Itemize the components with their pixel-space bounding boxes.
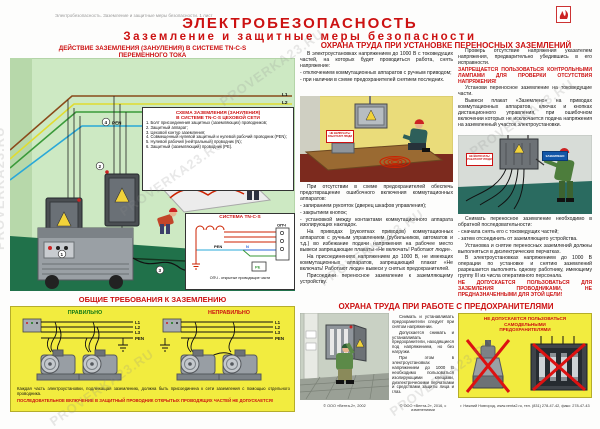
svg-text:PEN: PEN: [275, 336, 284, 341]
fuse-section-header: ОХРАНА ТРУДА ПРИ РАБОТЕ С ПРЕДОХРАНИТЕЛЯ…: [338, 302, 554, 311]
red-cross-icon: [532, 342, 586, 392]
legend-item: 2. Защитный аппарат;: [146, 124, 188, 130]
workshop-illustration: 2 1 3 4 PEN 6 5 L1 L2 L3 PE N СХЕМА ЗАЗЕ…: [10, 58, 295, 291]
red-cross-icon: [465, 339, 511, 393]
svg-text:PE: PE: [255, 265, 261, 270]
page-subtitle: Заземление и защитные меры безопасности: [123, 31, 477, 43]
warning-triangle-icon: [365, 109, 377, 121]
general-requirements-header: ОБЩИЕ ТРЕБОВАНИЯ К ЗАЗЕМЛЕНИЮ: [78, 295, 227, 304]
plug-fuse-icon: [465, 339, 511, 393]
grounding-caption: Каждая часть электроустановки, подлежаща…: [17, 386, 290, 396]
floor-grid: [300, 373, 389, 400]
transformer-coils: [195, 225, 225, 231]
legend-item: 1. Болт присоединения защитных (заземляю…: [146, 120, 268, 125]
grounding-rod: [535, 158, 545, 166]
correct-label: ПРАВИЛЬНО: [67, 310, 103, 316]
ground-symbol-icon: [160, 344, 170, 352]
publisher-contacts: г. Нижний Новгород, www.venta2.ru, тел. …: [460, 404, 590, 408]
svg-text:N: N: [246, 244, 249, 249]
grounding-requirements-panel: ПРАВИЛЬНО НЕПРАВИЛЬНО: [10, 306, 295, 412]
svg-text:L1: L1: [275, 320, 281, 325]
grounding-warning: ПОСЛЕДОВАТЕЛЬНОЕ ВКЛЮЧЕНИЕ В ЗАЩИТНЫЙ ПР…: [17, 398, 274, 403]
svg-text:2: 2: [99, 164, 102, 169]
tn-c-s-diagram-box: СИСТЕМА TN-C-S PEN N PE ОПЧ: [185, 213, 295, 290]
grounded-panel-illustration: НЕ ВКЛЮЧАТЬ! РАБОТАЮТ ЛЮДИ ЗАЗЕМЛЕНО: [458, 135, 592, 214]
left-section-header: ДЕЙСТВИЕ ЗАЗЕМЛЕНИЯ (ЗАНУЛЕНИЯ) В СИСТЕМ…: [58, 45, 247, 60]
portable-grounding-header: ОХРАНА ТРУДА ПРИ УСТАНОВКЕ ПЕРЕНОСНЫХ ЗА…: [320, 41, 572, 50]
incorrect-label: НЕПРАВИЛЬНО: [208, 310, 250, 316]
warning-triangle-icon: [56, 211, 72, 227]
middle-paragraphs-bottom: При отсутствии в схеме предохранителей о…: [300, 184, 453, 285]
svg-text:4: 4: [105, 120, 108, 125]
tn-c-s-circuit: PEN N PE ОПЧ: [192, 223, 290, 272]
right-paragraphs-bottom: Снимать переносное заземление необходимо…: [458, 216, 592, 298]
ground-symbol-icon: [118, 344, 128, 352]
wall-plaque: [305, 330, 317, 339]
svg-text:L2: L2: [135, 325, 141, 330]
worker-figure: [157, 207, 178, 234]
wire-pen: [10, 125, 160, 181]
grounded-sign: ЗАЗЕМЛЕНО: [542, 151, 568, 161]
copyright-2016: © ООО «Вента-2», 2016, с изменениями: [399, 404, 447, 412]
fuse-work-illustration: [300, 313, 389, 400]
copyright-2002: © ООО «Вента-2», 2002: [323, 404, 366, 408]
hard-hat-icon: [169, 207, 178, 212]
grounding-coil: [379, 155, 411, 169]
watermark: PROVERKA23.RU: [0, 126, 7, 250]
worker-figure: [402, 119, 430, 152]
switch-panel: [499, 135, 539, 170]
hard-hat-icon: [414, 119, 425, 124]
warning-triangle-icon: [114, 187, 130, 203]
tn-c-s-caption: ОПЧ - открытые проводящие части: [209, 276, 271, 280]
grounding-diagrams: L1 L2 L3 PEN L1 L2 L3 PEN: [22, 318, 284, 381]
schema-legend-box: СХЕМА ЗАЗЕМЛЕНИЯ (ЗАНУЛЕНИЯ) В СИСТЕМЕ T…: [142, 107, 294, 191]
svg-text:L2: L2: [275, 325, 281, 330]
warning-triangle-icon: [513, 143, 525, 154]
wall-plaque: [305, 342, 317, 351]
homemade-fuse-ban-panel: НЕ ДОПУСКАЕТСЯ ПОЛЬЗОВАТЬСЯ САМОДЕЛЬНЫМИ…: [458, 313, 592, 398]
svg-text:ОПЧ: ОПЧ: [277, 223, 286, 228]
wire-l1: [10, 95, 292, 151]
incorrect-wiring-diagram: [160, 318, 273, 360]
wire-l2: [10, 103, 292, 160]
svg-text:3: 3: [159, 268, 162, 273]
svg-text:PEN: PEN: [112, 121, 122, 126]
svg-text:PEN: PEN: [135, 336, 144, 341]
legend-item: 6. Защитный (заземляющий) проводник (PE)…: [146, 144, 233, 150]
doc-label: Электробезопасность. Заземление и защитн…: [55, 13, 213, 18]
do-not-switch-sign: НЕ ВКЛЮЧАТЬ! РАБОТАЮТ ЛЮДИ: [466, 153, 493, 166]
do-not-switch-sign: НЕ ВКЛЮЧАТЬ! РАБОТАЮТ ЛЮДИ: [326, 130, 354, 143]
publisher-logo-icon: [556, 6, 571, 23]
legend-item: 4. Совмещенный нулевой защитный и нулево…: [146, 134, 287, 140]
svg-text:PEN: PEN: [214, 244, 222, 249]
grate-floor: [300, 373, 389, 400]
fuse-paragraphs: Снимать и устанавливать предохранители с…: [392, 314, 454, 395]
svg-text:L3: L3: [275, 330, 281, 335]
middle-paragraphs-top: В электроустановках напряжением до 1000 …: [300, 51, 453, 83]
ground-symbol-icon: [192, 263, 200, 270]
page-title: ЭЛЕКТРОБЕЗОПАСНОСТЬ: [182, 15, 418, 32]
test-device: [331, 142, 355, 154]
grounding-connection-illustration: НЕ ВКЛЮЧАТЬ! РАБОТАЮТ ЛЮДИ: [300, 96, 453, 182]
fuse-panel: [354, 103, 388, 129]
correct-wiring-diagram: [22, 318, 133, 353]
motor-icons: [36, 349, 262, 381]
floor: [458, 181, 592, 214]
ban-title: НЕ ДОПУСКАЕТСЯ ПОЛЬЗОВАТЬСЯ САМОДЕЛЬНЫМИ…: [483, 316, 567, 332]
welding-machine: [37, 227, 207, 289]
worker-figure: [336, 342, 355, 384]
warning-triangle-icon: [355, 338, 365, 348]
fuse-box-icon: [530, 336, 588, 392]
svg-text:L1: L1: [135, 320, 141, 325]
svg-text:L3: L3: [135, 330, 141, 335]
workshop-side-wall: [10, 58, 32, 291]
legend-item: 5. Нулевой рабочий (нейтральный) проводн…: [146, 139, 242, 145]
legend-item: 3. Цеховой контур заземления;: [146, 129, 206, 135]
electrical-panel-b: [104, 170, 140, 227]
drop-wires: [63, 96, 127, 262]
svg-text:1: 1: [61, 252, 64, 257]
banned-fuse-examples: [465, 336, 588, 393]
cables: [465, 168, 525, 210]
right-paragraphs-top: Проверь отсутствие напряжения указателем…: [458, 48, 592, 128]
